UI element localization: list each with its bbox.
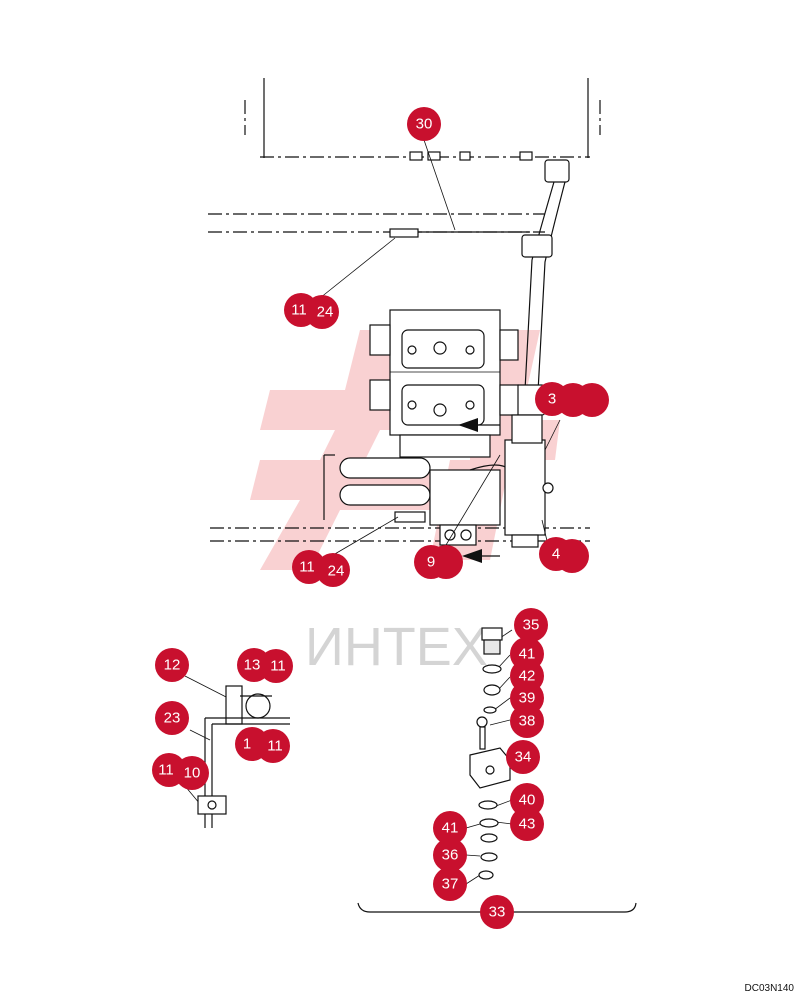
callout-11-upper: 11 bbox=[284, 293, 318, 327]
callout-10: 10 bbox=[175, 756, 209, 790]
callout-41-lower: 41 bbox=[433, 811, 467, 845]
svg-text:35: 35 bbox=[523, 617, 540, 634]
watermark-text: ИНТЕХ bbox=[305, 617, 488, 677]
svg-text:11: 11 bbox=[291, 302, 307, 319]
svg-text:3: 3 bbox=[548, 391, 556, 408]
callout-33: 33 bbox=[480, 895, 514, 929]
callout-37: 37 bbox=[433, 867, 467, 901]
frame-rails bbox=[208, 213, 590, 542]
svg-text:11: 11 bbox=[299, 559, 315, 576]
svg-text:10: 10 bbox=[184, 765, 201, 782]
document-code: DC03N140 bbox=[744, 983, 794, 994]
svg-text:38: 38 bbox=[519, 713, 536, 730]
callout-30: 30 bbox=[407, 107, 441, 141]
svg-text:43: 43 bbox=[519, 816, 536, 833]
svg-text:30: 30 bbox=[416, 116, 433, 133]
svg-text:1: 1 bbox=[243, 736, 251, 753]
side-valve-block bbox=[504, 414, 554, 548]
callout-36: 36 bbox=[433, 838, 467, 872]
control-valve bbox=[369, 309, 519, 458]
callout-43: 43 bbox=[510, 807, 544, 841]
svg-text:41: 41 bbox=[442, 820, 459, 837]
svg-text:11: 11 bbox=[270, 658, 286, 675]
svg-text:24: 24 bbox=[328, 563, 345, 580]
callout-11-lower: 11 bbox=[292, 550, 326, 584]
lower-fittings bbox=[323, 454, 511, 546]
exploded-valve-parts bbox=[357, 627, 637, 913]
svg-text:11: 11 bbox=[158, 762, 174, 779]
direction-arrows bbox=[458, 418, 500, 563]
svg-text:36: 36 bbox=[442, 847, 459, 864]
svg-text:37: 37 bbox=[442, 876, 459, 893]
svg-text:41: 41 bbox=[519, 646, 536, 663]
svg-text:13: 13 bbox=[244, 657, 261, 674]
leader-lines bbox=[184, 139, 561, 885]
svg-text:12: 12 bbox=[164, 657, 181, 674]
svg-text:42: 42 bbox=[519, 668, 536, 685]
callout-34: 34 bbox=[506, 740, 540, 774]
svg-text:9: 9 bbox=[427, 554, 435, 571]
svg-text:23: 23 bbox=[164, 710, 181, 727]
callout-38: 38 bbox=[510, 704, 544, 738]
callout-3: 3 bbox=[535, 382, 569, 416]
callout-40: 40 bbox=[510, 783, 544, 817]
callout-35: 35 bbox=[514, 608, 548, 642]
svg-text:11: 11 bbox=[267, 738, 283, 755]
upper-frame bbox=[244, 78, 601, 161]
svg-text:33: 33 bbox=[489, 904, 506, 921]
svg-text:34: 34 bbox=[515, 749, 532, 766]
callout-12: 12 bbox=[155, 648, 189, 682]
svg-text:40: 40 bbox=[519, 792, 536, 809]
callout-1x: 1 bbox=[235, 727, 269, 761]
callout-23: 23 bbox=[155, 701, 189, 735]
callout-9: 9 bbox=[414, 545, 448, 579]
svg-text:39: 39 bbox=[519, 690, 536, 707]
callout-13: 13 bbox=[237, 648, 271, 682]
svg-text:4: 4 bbox=[552, 546, 560, 563]
hydraulic-hose bbox=[514, 159, 570, 416]
svg-text:24: 24 bbox=[317, 304, 334, 321]
callout-4: 4 bbox=[539, 537, 573, 571]
